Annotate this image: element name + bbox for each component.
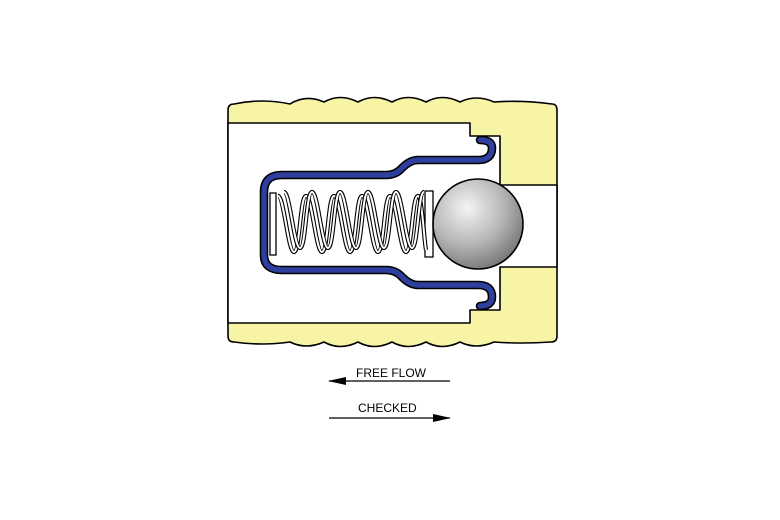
spring: [269, 189, 434, 258]
checked-label: CHECKED: [358, 401, 417, 415]
free-flow-label: FREE FLOW: [356, 366, 427, 380]
check-ball: [432, 178, 524, 270]
free-flow-indicator: FREE FLOW: [328, 366, 450, 385]
spring-cage-fill: [261, 137, 495, 309]
checked-indicator: CHECKED: [329, 401, 451, 422]
